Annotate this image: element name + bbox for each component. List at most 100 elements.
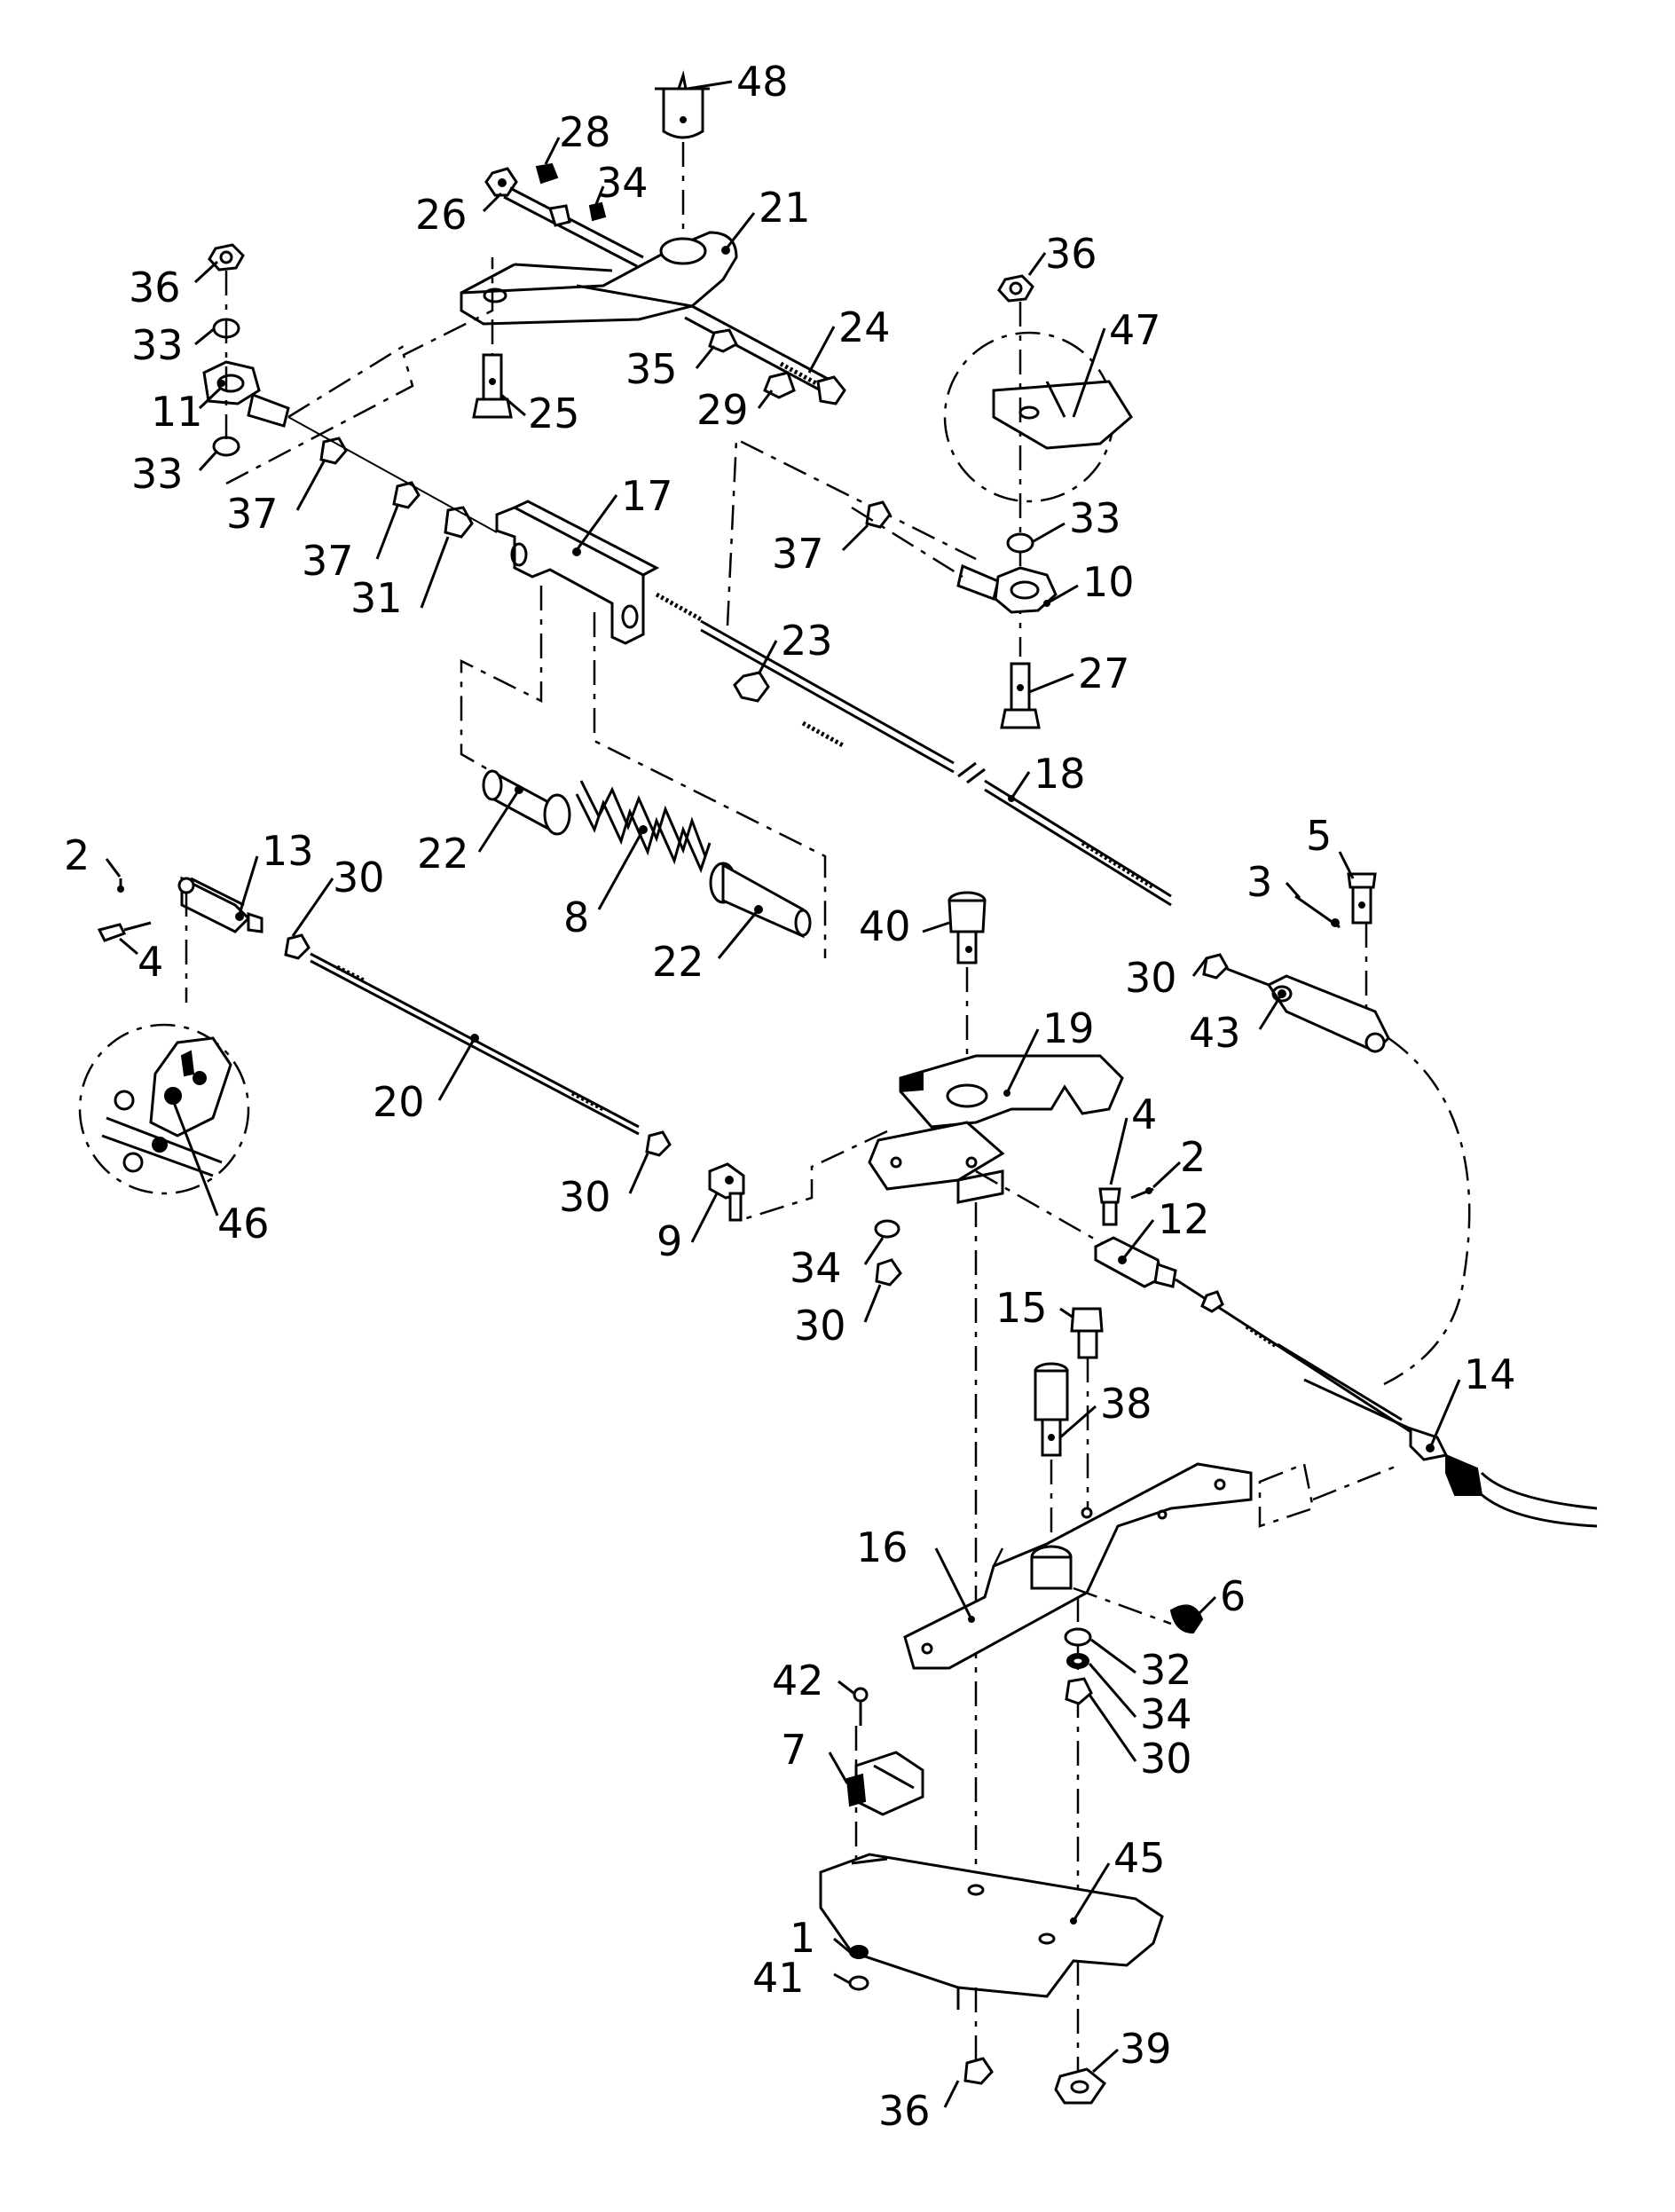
callout-30a: 30 [291,854,385,937]
svg-text:43: 43 [1189,1009,1241,1057]
callout-1: 1 [790,1914,851,1962]
svg-text:28: 28 [559,108,611,156]
svg-text:26: 26 [415,191,468,239]
part-36-nut-left [208,243,245,272]
part-30-nut-d [875,1258,902,1287]
part-7-switch [845,1751,924,1816]
callout-34c: 34 [1088,1663,1192,1738]
part-21-lever [460,231,738,326]
svg-text:47: 47 [1109,306,1161,354]
svg-text:29: 29 [696,386,749,434]
callout-4a: 4 [119,937,163,986]
callout-2a: 2 [64,831,122,879]
callout-22a: 22 [417,789,521,878]
svg-text:46: 46 [217,1200,270,1248]
part-41-nut [848,1975,869,1991]
callout-35: 35 [625,345,716,393]
callout-47: 47 [1072,306,1161,418]
svg-text:18: 18 [1034,750,1086,798]
svg-text:24: 24 [838,303,891,351]
svg-text:22: 22 [652,938,704,986]
callout-30d: 30 [794,1284,882,1350]
part-24-bolt [684,304,846,405]
svg-text:27: 27 [1078,649,1130,697]
callout-16: 16 [856,1523,973,1620]
part-47-detail [992,380,1133,450]
part-32-washer [1064,1627,1092,1647]
svg-text:12: 12 [1158,1195,1210,1243]
callout-6: 6 [1196,1572,1246,1620]
callout-43: 43 [1189,993,1284,1057]
svg-text:38: 38 [1100,1380,1152,1428]
svg-text:23: 23 [781,617,833,665]
callout-23: 23 [757,617,833,675]
part-11-rod-end [202,360,290,428]
part-36-nut-right [997,274,1034,303]
callout-39: 39 [1092,2025,1172,2074]
callout-33c: 33 [1033,494,1121,543]
callout-10: 10 [1046,558,1135,606]
svg-text:30: 30 [1140,1735,1192,1783]
callout-33a: 33 [131,321,216,369]
part-43-clevis [1266,974,1390,1053]
svg-text:2: 2 [64,831,90,879]
part-35-nut [708,328,738,353]
callout-46: 46 [171,1099,270,1248]
svg-text:30: 30 [333,854,385,901]
callout-48: 48 [687,58,789,106]
part-37-nut-c [865,500,892,529]
part-40-bolt [948,891,987,964]
svg-text:48: 48 [736,58,789,106]
svg-text:30: 30 [559,1173,611,1221]
callout-20: 20 [373,1037,476,1126]
callout-13: 13 [238,827,314,915]
callout-30b: 30 [1125,954,1208,1002]
callout-38: 38 [1059,1380,1152,1439]
callout-34a: 34 [594,159,649,207]
callout-36c: 36 [878,2080,960,2135]
callout-31: 31 [350,536,450,622]
part-26-bolt [484,167,644,268]
part-30-nut-e [1065,1677,1093,1705]
part-23-nut [733,671,770,703]
svg-text:2: 2 [1180,1133,1206,1181]
part-22-bushing-a [482,769,571,836]
svg-text:31: 31 [350,574,403,622]
svg-text:19: 19 [1042,1004,1095,1052]
svg-text:36: 36 [1045,230,1097,278]
part-25-bolt [472,319,513,419]
callout-27: 27 [1028,649,1130,697]
callout-41: 41 [752,1954,851,2002]
svg-text:37: 37 [772,530,824,578]
part-10-rod-end [956,563,1058,614]
part-13-clevis [177,876,263,933]
callout-30c: 30 [559,1153,649,1221]
svg-text:25: 25 [528,390,580,437]
callout-11: 11 [151,387,222,436]
part-34-washer-c [1066,1653,1089,1669]
callout-labels: 48 28 34 26 21 36 36 47 33 24 11 35 29 2… [64,58,1516,2135]
part-2-pin-left [117,878,124,893]
svg-text:8: 8 [563,893,589,941]
svg-text:13: 13 [262,827,314,875]
svg-text:40: 40 [859,902,911,950]
part-45-bracket [819,1853,1164,2010]
part-20-rod [310,952,640,1136]
callout-14: 14 [1428,1350,1516,1449]
callout-17: 17 [575,472,673,551]
part-30-nut-c [645,1130,672,1157]
part-36-nut-bottom [963,2057,994,2085]
part-16-plate [903,1462,1253,1670]
svg-text:45: 45 [1113,1834,1166,1882]
callout-36b: 36 [1027,230,1097,278]
callout-15: 15 [995,1284,1074,1332]
callout-26: 26 [415,191,503,239]
svg-text:1: 1 [790,1914,815,1962]
callout-30e: 30 [1088,1694,1192,1783]
svg-text:37: 37 [302,537,354,585]
callout-29: 29 [696,386,774,434]
svg-text:32: 32 [1140,1646,1192,1694]
part-33-washer-right [1006,532,1034,554]
callout-37a: 37 [226,461,326,538]
callout-21: 21 [721,184,811,254]
